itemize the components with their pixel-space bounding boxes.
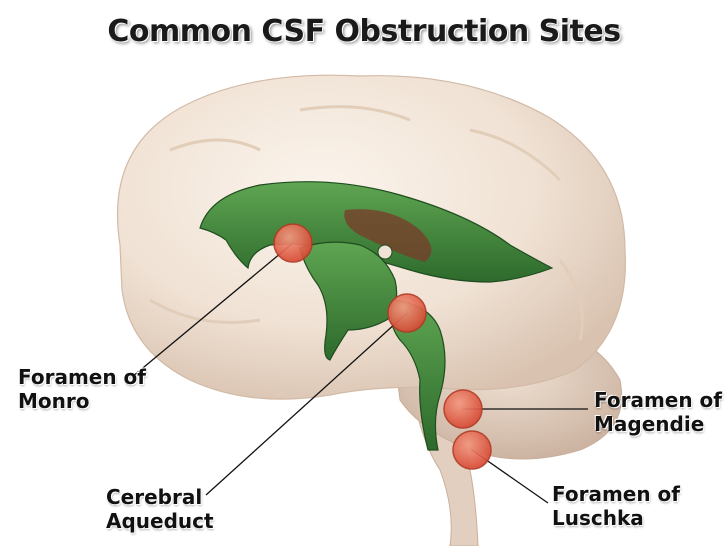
page-title: Common CSF Obstruction Sites [107, 14, 621, 49]
fourth-ventricle [390, 299, 446, 451]
leader-line-monro [131, 242, 294, 378]
label-foramen-of-magendie: Foramen of Magendie [594, 388, 722, 436]
marker-foramen-of-luschka [452, 430, 492, 470]
leader-line-aqueduct [205, 312, 408, 496]
label-line: Aqueduct [106, 509, 214, 533]
marker-foramen-of-magendie [443, 389, 483, 429]
label-line: Luschka [552, 506, 644, 530]
marker-foramen-of-monro [273, 223, 313, 263]
label-foramen-of-luschka: Foramen of Luschka [552, 482, 680, 530]
label-line: Foramen of [552, 482, 680, 506]
label-line: Monro [18, 389, 90, 413]
label-line: Magendie [594, 412, 705, 436]
label-line: Cerebral [106, 485, 203, 509]
third-ventricle [299, 241, 398, 361]
label-line: Foramen of [18, 365, 146, 389]
label-cerebral-aqueduct: Cerebral Aqueduct [106, 485, 214, 533]
label-line: Foramen of [594, 388, 722, 412]
label-foramen-of-monro: Foramen of Monro [18, 365, 146, 413]
marker-cerebral-aqueduct [387, 293, 427, 333]
